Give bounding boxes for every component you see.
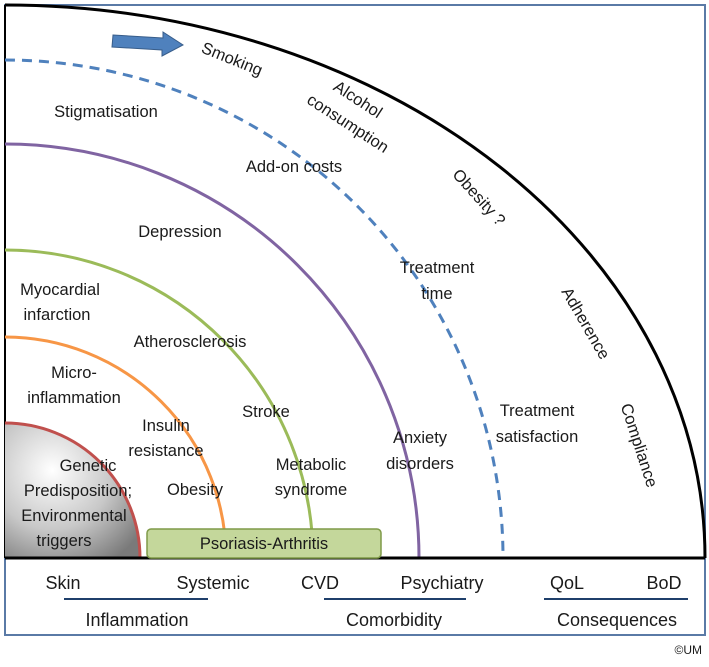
inflammation-label: inflammation bbox=[27, 389, 121, 407]
cvd-label: CVD bbox=[301, 573, 339, 593]
micro-label: Micro- bbox=[51, 364, 97, 382]
copyright-label: ©UM bbox=[674, 643, 702, 657]
treatment-label: Treatment bbox=[400, 259, 475, 277]
arrow-icon bbox=[111, 31, 184, 57]
addon-costs-label: Add-on costs bbox=[246, 158, 342, 176]
psoriasis-arthritis-bar bbox=[146, 528, 382, 559]
time-label: time bbox=[421, 285, 452, 303]
comorbidity-group-label: Comorbidity bbox=[346, 610, 442, 630]
stigmatisation-label: Stigmatisation bbox=[54, 103, 158, 121]
insulin-label: Insulin bbox=[142, 417, 190, 435]
core-line-2: Predisposition; bbox=[24, 482, 132, 500]
lifestyle-dashed-ring bbox=[4, 58, 505, 559]
core-line-4: triggers bbox=[36, 532, 91, 550]
outer-ring bbox=[4, 3, 707, 559]
core-line-3: Environmental bbox=[21, 507, 126, 525]
skin-label: Skin bbox=[45, 573, 80, 593]
core-disc bbox=[5, 423, 140, 558]
atherosclerosis-label: Atherosclerosis bbox=[134, 333, 247, 351]
obesity-label: Obesity bbox=[167, 481, 224, 499]
syndrome-label: syndrome bbox=[275, 481, 347, 499]
depression-label: Depression bbox=[138, 223, 221, 241]
systemic-label: Systemic bbox=[176, 573, 249, 593]
resistance-label: resistance bbox=[128, 442, 203, 460]
anxiety-label: Anxiety bbox=[393, 429, 448, 447]
infarction-label: infarction bbox=[24, 306, 91, 324]
treatment-satisfaction-label-2: satisfaction bbox=[496, 428, 579, 446]
stroke-label: Stroke bbox=[242, 403, 290, 421]
metabolic-label: Metabolic bbox=[276, 456, 347, 474]
consequences-group-label: Consequences bbox=[557, 610, 677, 630]
inflammation-ring bbox=[4, 335, 228, 559]
qol-label: QoL bbox=[550, 573, 584, 593]
cvd-ring bbox=[4, 248, 315, 559]
psychiatry-ring bbox=[4, 142, 421, 559]
disorders-label: disorders bbox=[386, 455, 454, 473]
core-ring bbox=[4, 421, 142, 559]
adherence-label: Adherence bbox=[558, 284, 613, 362]
obesity-question-label: Obesity ? bbox=[449, 166, 509, 230]
psoriasis-arthritis-label: Psoriasis-Arthritis bbox=[200, 535, 328, 553]
smoking-label: Smoking bbox=[199, 39, 265, 80]
bod-label: BoD bbox=[646, 573, 681, 593]
compliance-label: Compliance bbox=[617, 401, 661, 489]
myocardial-label: Myocardial bbox=[20, 281, 100, 299]
inflammation-group-label: Inflammation bbox=[85, 610, 188, 630]
core-line-1: Genetic bbox=[60, 457, 117, 475]
treatment-satisfaction-label-1: Treatment bbox=[500, 402, 575, 420]
psychiatry-label: Psychiatry bbox=[400, 573, 483, 593]
